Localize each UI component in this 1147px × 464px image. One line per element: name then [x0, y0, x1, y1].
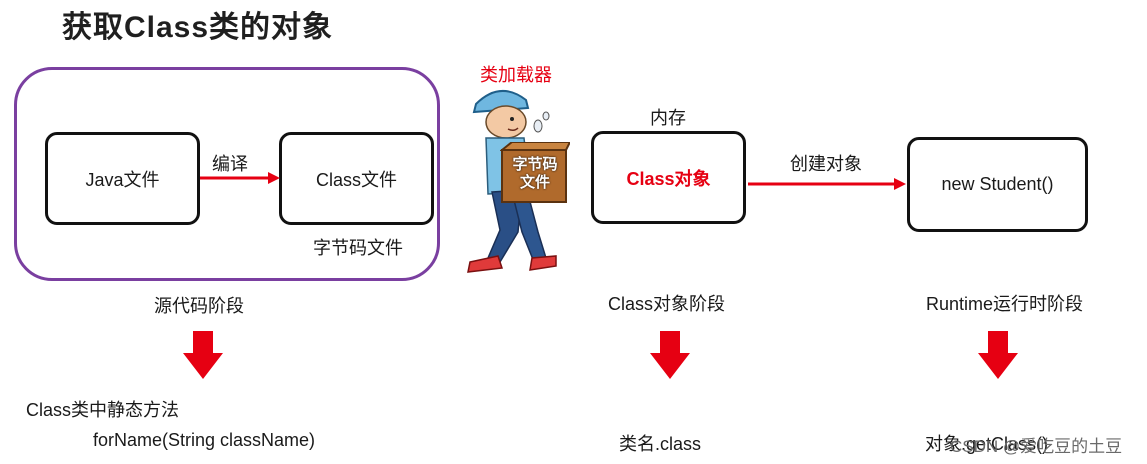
page-title: 获取Class类的对象 — [62, 11, 334, 44]
bytecode-box-icon — [500, 142, 570, 203]
class-literal-method: 类名.class — [619, 434, 702, 454]
bytecode-file-label: 字节码文件 — [313, 238, 403, 258]
runtime-stage-label: Runtime运行时阶段 — [926, 294, 1084, 314]
compile-label: 编译 — [212, 154, 248, 174]
class-object-stage-label: Class对象阶段 — [608, 294, 726, 314]
bytecode-box-text: 字节码 文件 — [503, 148, 567, 200]
class-loader-label: 类加载器 — [480, 65, 552, 85]
get-class-method: 对象.getClass() — [925, 434, 1049, 454]
source-stage-frame — [14, 67, 440, 281]
bytecode-box-text-line2: 文件 — [519, 174, 550, 191]
java-file-label: Java文件 — [85, 169, 160, 190]
memory-label: 内存 — [650, 108, 686, 128]
new-student-node: new Student() — [907, 137, 1088, 232]
static-method-heading: Class类中静态方法 — [26, 400, 180, 420]
source-stage-label: 源代码阶段 — [154, 296, 244, 316]
java-file-node: Java文件 — [45, 132, 200, 225]
down-arrow-source — [183, 331, 223, 379]
new-student-label: new Student() — [941, 174, 1054, 194]
down-arrow-runtime — [978, 331, 1018, 379]
down-arrow-class-object — [650, 331, 690, 379]
watermark: CSDN @爱吃豆的土豆 — [950, 437, 1123, 456]
compile-arrow — [200, 172, 280, 184]
bytecode-box-text-line1: 字节码 — [512, 156, 558, 173]
class-object-label: Class对象 — [626, 168, 711, 189]
class-file-label: Class文件 — [315, 169, 397, 190]
create-object-arrow — [748, 178, 906, 190]
create-object-label: 创建对象 — [790, 154, 862, 174]
class-object-node: Class对象 — [591, 131, 746, 224]
class-file-node: Class文件 — [279, 132, 434, 225]
forname-method: forName(String className) — [93, 430, 316, 450]
